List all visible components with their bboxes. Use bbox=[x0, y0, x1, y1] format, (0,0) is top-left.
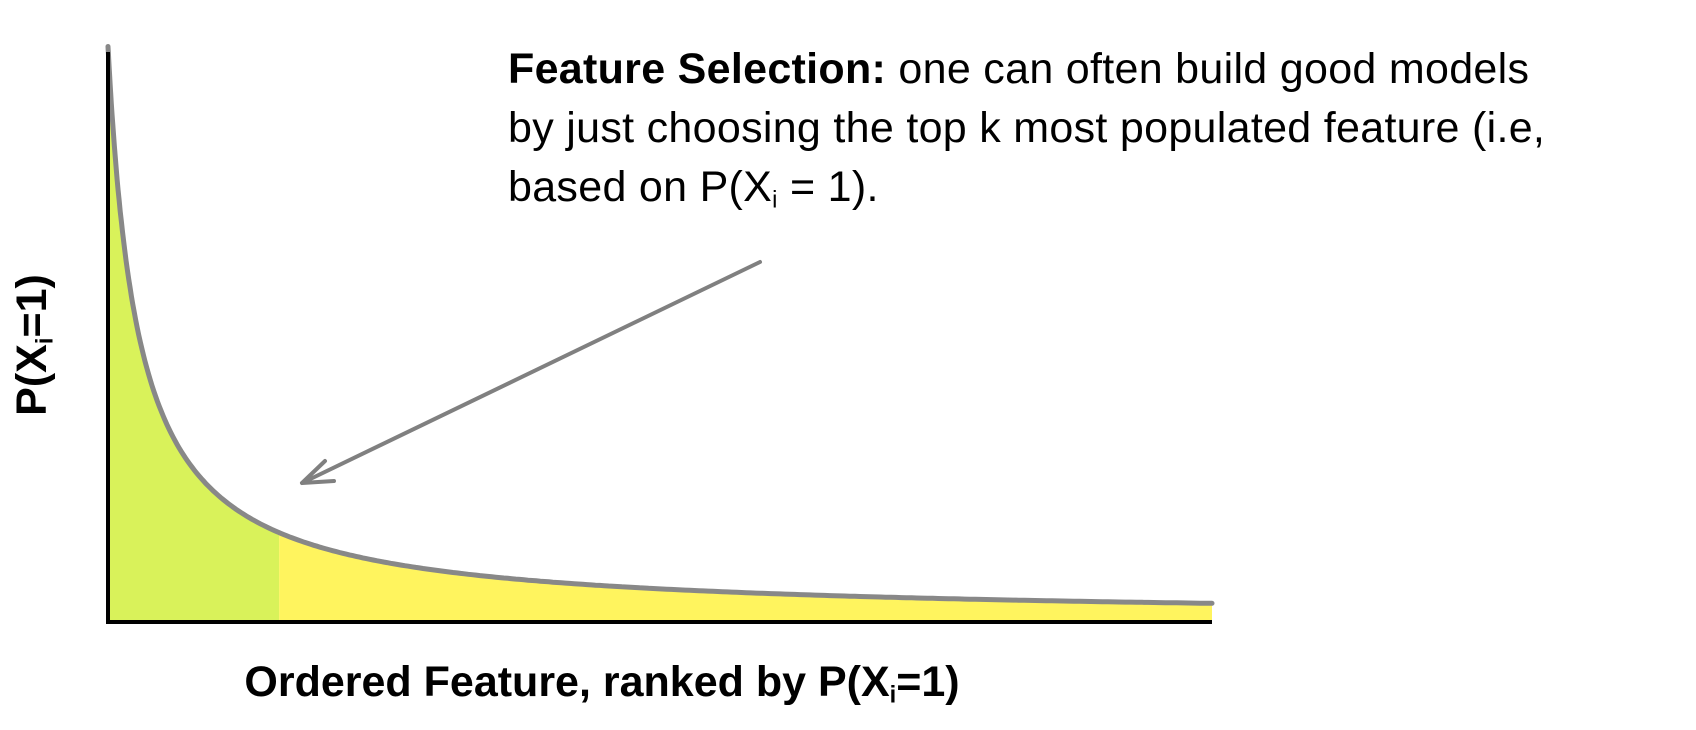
remaining-features-region bbox=[279, 532, 1213, 622]
annotation-heading: Feature Selection: bbox=[508, 45, 887, 93]
y-axis-label: P(Xi=1) bbox=[7, 274, 59, 416]
y-axis-label-suffix: =1) bbox=[8, 274, 56, 338]
top-k-region bbox=[108, 46, 280, 622]
arrow-shaft bbox=[300, 260, 762, 485]
feature-selection-annotation: Feature Selection: one can often build g… bbox=[508, 40, 1688, 217]
annotation-line-3-suffix: = 1). bbox=[777, 163, 879, 211]
arrow-head bbox=[300, 459, 336, 485]
distribution-curve bbox=[105, 44, 1215, 606]
annotation-line-1: Feature Selection: one can often build g… bbox=[508, 40, 1688, 99]
annotation-line-2: by just choosing the top k most populate… bbox=[508, 104, 1546, 152]
x-axis-label: Ordered Feature, ranked by P(Xi=1) bbox=[0, 652, 1204, 712]
x-axis-label-suffix: =1) bbox=[896, 658, 960, 706]
annotation-arrow bbox=[300, 260, 762, 485]
y-axis-label-prefix: P(X bbox=[8, 344, 56, 416]
x-axis-label-prefix: Ordered Feature, ranked by P(X bbox=[244, 658, 890, 706]
x-axis-label-subscript: i bbox=[889, 682, 897, 709]
y-axis-label-subscript: i bbox=[32, 337, 59, 345]
annotation-line-3-subscript: i bbox=[772, 187, 778, 214]
annotation-line-3: based on P(Xi = 1). bbox=[508, 158, 1688, 217]
annotation-line-1-text: one can often build good models bbox=[886, 45, 1530, 93]
annotation-line-3-prefix: based on P(X bbox=[508, 163, 773, 211]
